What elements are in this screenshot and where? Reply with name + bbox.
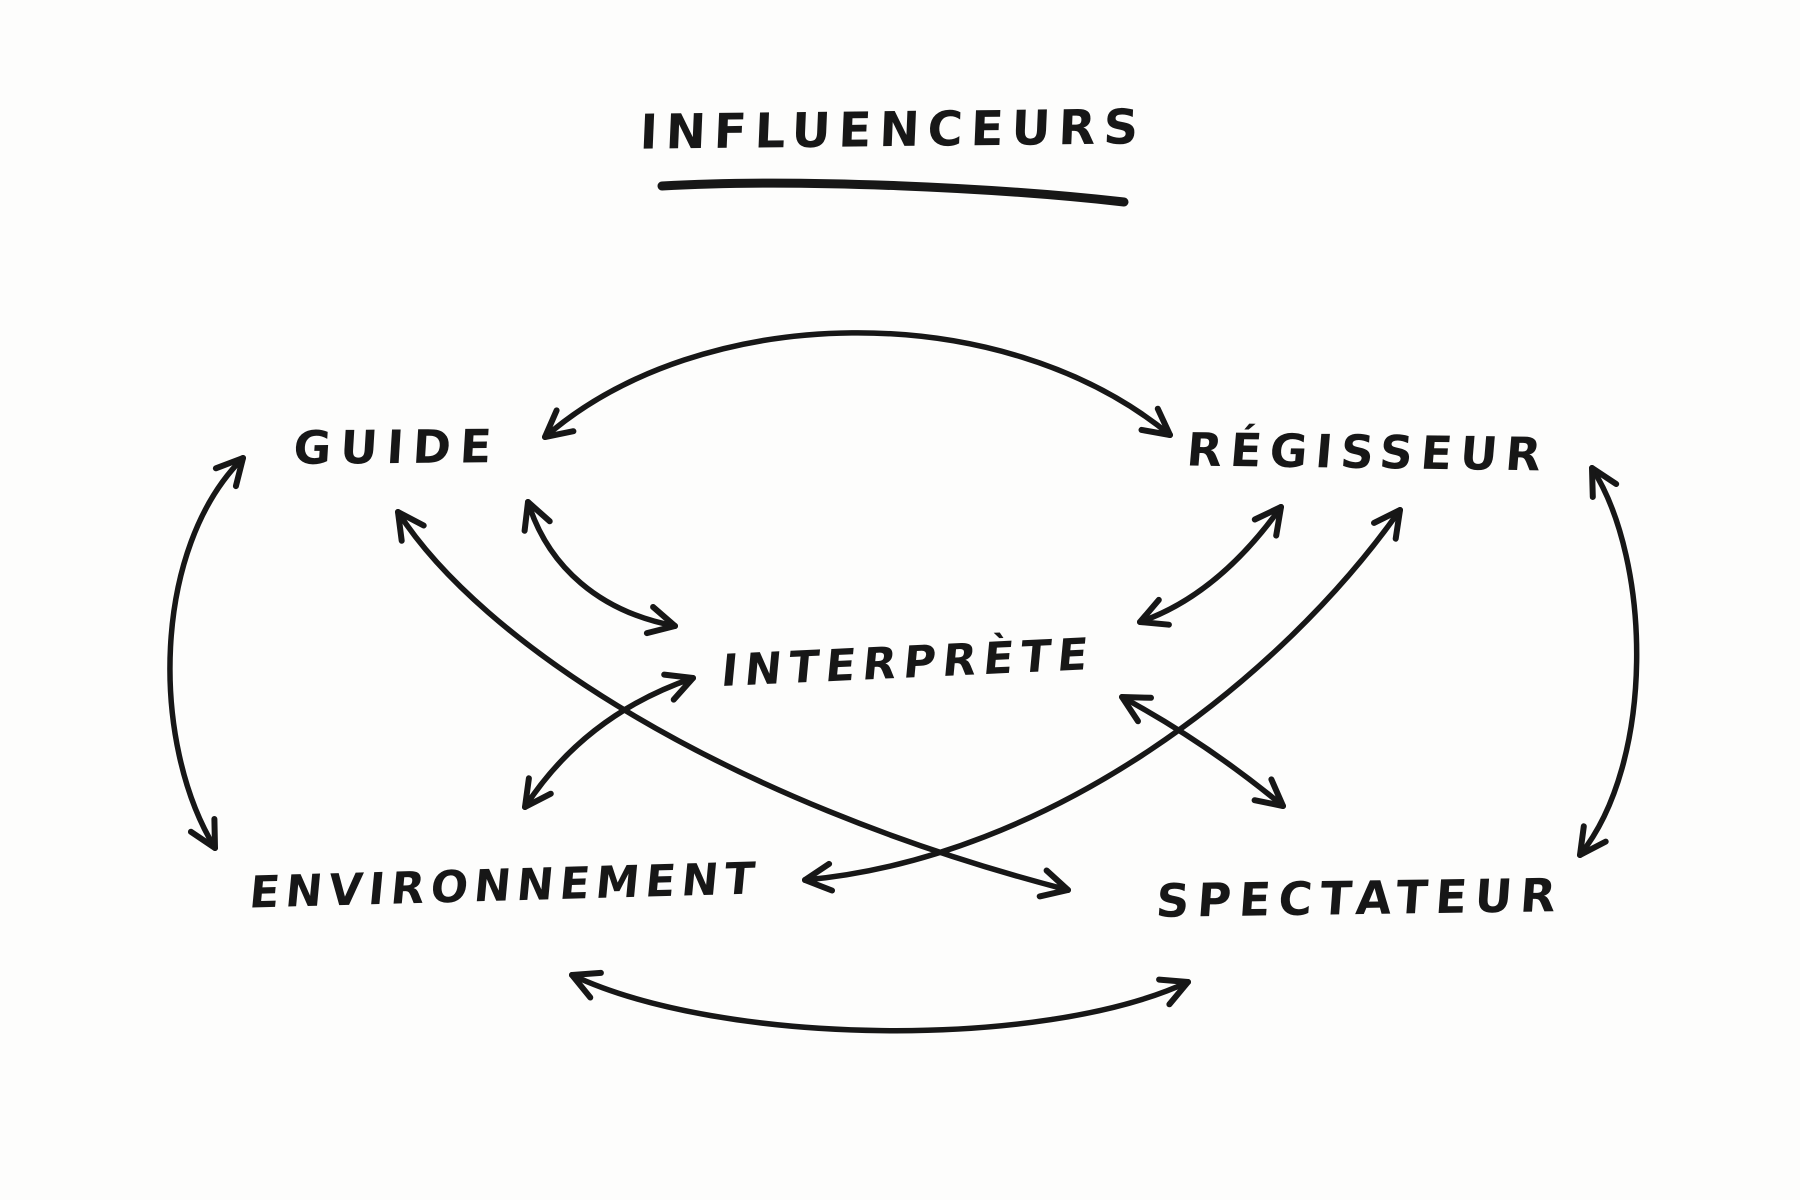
arrowhead — [522, 790, 554, 810]
arrowhead — [395, 509, 427, 529]
edge-regisseur-spectateur — [1577, 465, 1640, 858]
arrowhead — [1589, 465, 1596, 500]
arrowhead — [1036, 887, 1071, 900]
arrowhead — [232, 455, 246, 490]
arrowhead — [1119, 694, 1141, 725]
arrowhead — [1251, 504, 1284, 523]
arrowhead — [1138, 426, 1173, 438]
edge-guide-regisseur — [542, 330, 1173, 440]
arrowhead — [1251, 797, 1286, 809]
edge-guide-environnement — [167, 455, 246, 851]
arrowhead — [1577, 838, 1609, 858]
arrowhead — [1137, 596, 1162, 625]
page-title: INFLUENCEURS — [638, 99, 1148, 161]
arrowhead — [643, 623, 678, 637]
arrowhead — [1577, 823, 1587, 858]
title-underline — [657, 178, 1129, 207]
arrowhead — [395, 509, 405, 544]
arrowhead — [212, 455, 246, 472]
arrowhead — [522, 775, 532, 810]
arrowhead — [521, 499, 531, 534]
node-regisseur: RÉGISSEUR — [1184, 422, 1552, 482]
arrowhead — [650, 604, 678, 629]
edge-environnement-regisseur — [802, 507, 1403, 883]
arrowhead — [1589, 465, 1620, 487]
arrowhead — [802, 877, 835, 894]
arrowhead — [1119, 694, 1154, 701]
arrowhead — [670, 675, 696, 703]
node-spectateur: SPECTATEUR — [1154, 868, 1566, 928]
arrowhead — [211, 816, 218, 851]
edge-guide-interprete — [525, 499, 678, 629]
edge-guide-spectateur — [395, 509, 1071, 893]
node-guide: GUIDE — [291, 419, 503, 475]
edge-spectateur-interprete — [1119, 694, 1286, 809]
arrowhead — [661, 671, 696, 681]
edge-environnement-interprete — [522, 675, 696, 810]
arrowhead — [1371, 507, 1403, 526]
arrowhead — [1156, 976, 1191, 985]
arrowhead — [1268, 776, 1286, 809]
arrowhead — [542, 407, 560, 440]
arrowhead — [1043, 867, 1071, 893]
arrowhead — [542, 428, 577, 440]
arrowhead — [802, 860, 833, 883]
arrowhead — [1154, 405, 1173, 438]
edge-regisseur-interprete — [1137, 504, 1284, 625]
edge-environnement-spectateur — [569, 972, 1191, 1034]
arrowhead — [525, 499, 553, 525]
arrowhead — [187, 828, 218, 851]
arrowhead — [569, 969, 604, 978]
arrowhead — [1137, 619, 1172, 628]
arrowhead — [1392, 507, 1403, 542]
arrowhead — [1273, 504, 1284, 539]
arrowhead — [1166, 979, 1191, 1008]
arrowhead — [569, 972, 594, 1001]
